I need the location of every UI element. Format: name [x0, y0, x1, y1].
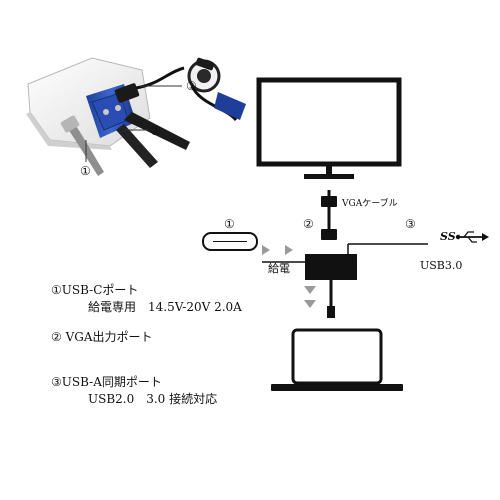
usb-c-cable	[66, 120, 104, 176]
legend-item1-title: ①USB-Cポート	[51, 283, 139, 297]
usb-hub-icon	[262, 243, 428, 318]
vga-cable-label: VGAケーブル	[342, 199, 398, 209]
diagram-num-vga: ②	[303, 217, 314, 231]
diagram-num-usba: ③	[405, 217, 416, 231]
vga-cable-line	[321, 190, 337, 240]
usb3-label: USB3.0	[420, 259, 463, 272]
usb-superspeed-icon	[455, 231, 489, 243]
usb-a-cable	[135, 66, 185, 90]
usb-symbol-text: SS⭠	[440, 230, 465, 243]
adapter-shell-edge	[26, 112, 112, 150]
vga-connector-top	[321, 196, 337, 207]
legend-item1-sub: 給電専用 14.5V-20V 2.0A	[88, 300, 242, 314]
legend-item2-title: ② VGA出力ポート	[51, 330, 153, 344]
usb-a-plug	[114, 83, 140, 103]
usb-c-plug	[60, 115, 80, 133]
adapter-photo	[26, 57, 246, 176]
reel-usb-plug	[214, 92, 246, 120]
photo-callout-1: ①	[80, 164, 91, 178]
power-label: 給電	[268, 262, 290, 275]
photo-callout-2: ②	[150, 124, 161, 138]
power-flow-arrows	[262, 245, 293, 255]
vga-cable	[124, 112, 190, 150]
vga-connector-bottom	[321, 229, 337, 240]
laptop-flow-arrow	[304, 286, 316, 308]
legend-item3-sub: USB2.0 3.0 接続対応	[88, 392, 218, 406]
photo-callout-3: ③	[186, 79, 197, 93]
laptop-icon	[271, 328, 403, 391]
monitor-icon	[256, 77, 402, 179]
diagram-num-usbc: ①	[224, 217, 235, 231]
legend-item3-title: ③USB-A同期ポート	[51, 375, 162, 389]
